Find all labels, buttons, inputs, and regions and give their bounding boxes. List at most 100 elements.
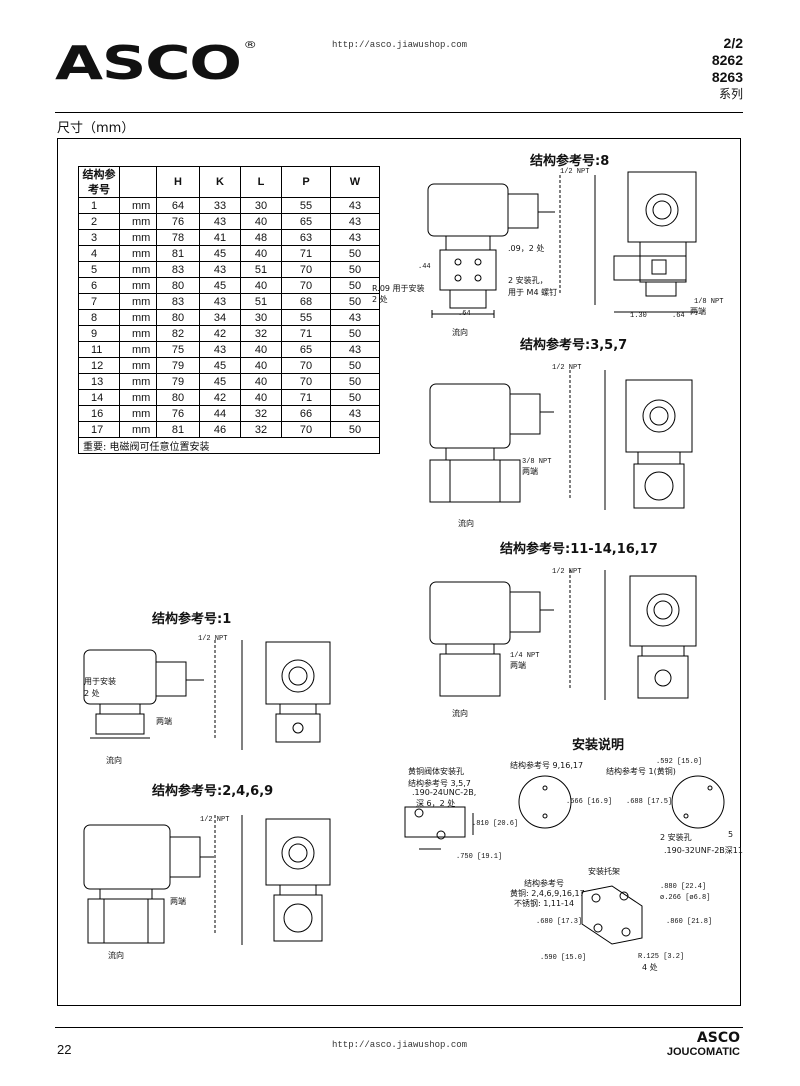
cell-unit: mm <box>119 357 157 374</box>
bracket-drawing <box>578 882 658 952</box>
asco-logo: ASCO® <box>55 36 257 90</box>
dim-label: .44 <box>418 263 431 271</box>
cell-ref: 7 <box>78 293 120 310</box>
cell-h: 80 <box>156 309 200 326</box>
cell-h: 76 <box>156 213 200 230</box>
ends-label: 两端 <box>510 661 526 670</box>
cell-k: 45 <box>199 357 241 374</box>
cell-w: 50 <box>330 357 380 374</box>
cell-l: 40 <box>240 277 282 294</box>
cell-k: 45 <box>199 245 241 262</box>
drawing-title-2469: 结构参考号:2,4,6,9 <box>152 784 274 799</box>
cell-ref: 6 <box>78 277 120 294</box>
cell-h: 64 <box>156 197 200 214</box>
cell-p: 70 <box>281 277 331 294</box>
cell-l: 40 <box>240 373 282 390</box>
cell-k: 44 <box>199 405 241 422</box>
npt-label: 1/2 NPT <box>552 364 582 372</box>
section-title: 尺寸（mm） <box>57 121 135 136</box>
dim-label: .688 [17.5] <box>626 798 673 806</box>
holes-thread: .190-32UNF-2B深11 <box>664 846 743 855</box>
dim-label: .680 [17.3] <box>536 918 583 926</box>
cell-ref: 4 <box>78 245 120 262</box>
footer-url[interactable]: http://asco.jiawushop.com <box>332 1040 468 1050</box>
cell-k: 43 <box>199 213 241 230</box>
table-header-ref: 结构参考号 <box>82 168 116 196</box>
drawing-title-8: 结构参考号:8 <box>530 154 610 169</box>
cell-p: 70 <box>281 261 331 278</box>
drawing-ref-1 <box>80 630 360 760</box>
table-header-unit <box>119 166 157 198</box>
cell-h: 83 <box>156 293 200 310</box>
cell-ref: 12 <box>78 357 120 374</box>
dim-label: 4 处 <box>642 963 658 972</box>
npt-label: 1/8 NPT <box>694 298 724 306</box>
dim-label: R.125 [3.2] <box>638 953 685 961</box>
screw-note: 2 安装孔， <box>508 276 548 285</box>
npt-label: 1/2 NPT <box>560 168 590 176</box>
cell-w: 50 <box>330 325 380 342</box>
cell-unit: mm <box>119 245 157 262</box>
flow-label: 流向 <box>106 756 122 765</box>
cell-unit: mm <box>119 405 157 422</box>
cell-w: 50 <box>330 373 380 390</box>
cell-l: 51 <box>240 261 282 278</box>
mount-note: R.09 用于安装 <box>372 284 425 293</box>
cell-p: 70 <box>281 357 331 374</box>
cell-w: 50 <box>330 421 380 438</box>
mount-note-2: 2 处 <box>372 295 388 304</box>
header-rule <box>55 112 743 113</box>
cell-unit: mm <box>119 389 157 406</box>
bracket-ss: 不锈钢: 1,11-14 <box>514 899 575 908</box>
cell-unit: mm <box>119 341 157 358</box>
dim-label: .666 [16.9] <box>566 798 613 806</box>
ref1-drawing <box>668 772 728 832</box>
cell-w: 43 <box>330 405 380 422</box>
ref9-drawing <box>515 772 575 832</box>
cell-h: 78 <box>156 229 200 246</box>
cell-p: 63 <box>281 229 331 246</box>
cell-ref: 9 <box>78 325 120 342</box>
cell-k: 41 <box>199 229 241 246</box>
cell-p: 70 <box>281 421 331 438</box>
cell-ref: 5 <box>78 261 120 278</box>
dim-label: .810 [20.6] <box>472 820 519 828</box>
cell-h: 79 <box>156 373 200 390</box>
cell-l: 51 <box>240 293 282 310</box>
cell-ref: 16 <box>78 405 120 422</box>
cell-w: 50 <box>330 389 380 406</box>
cell-unit: mm <box>119 261 157 278</box>
cell-ref: 13 <box>78 373 120 390</box>
cell-ref: 3 <box>78 229 120 246</box>
port-label: 3/8 NPT <box>522 458 552 466</box>
series-line: 8263 <box>711 69 743 85</box>
cell-p: 66 <box>281 405 331 422</box>
cell-l: 48 <box>240 229 282 246</box>
flow-label: 流向 <box>452 709 468 718</box>
table-header-h: H <box>156 166 200 198</box>
cell-ref: 2 <box>78 213 120 230</box>
brass-depth: 深 6，2 处 <box>416 799 456 808</box>
series-line: 8262 <box>711 52 743 68</box>
flow-label: 流向 <box>452 328 468 337</box>
ends-label: 两端 <box>690 307 706 316</box>
cell-unit: mm <box>119 373 157 390</box>
dim-label: .880 [22.4] <box>660 883 707 891</box>
table-header-p: P <box>281 166 331 198</box>
cell-k: 42 <box>199 389 241 406</box>
cell-k: 43 <box>199 261 241 278</box>
page-number: 22 <box>57 1042 72 1057</box>
cell-ref: 14 <box>78 389 120 406</box>
header-url[interactable]: http://asco.jiawushop.com <box>332 40 468 50</box>
dim-label: ø.266 [ø6.8] <box>660 894 711 902</box>
dim-label: 1.30 <box>630 312 647 320</box>
